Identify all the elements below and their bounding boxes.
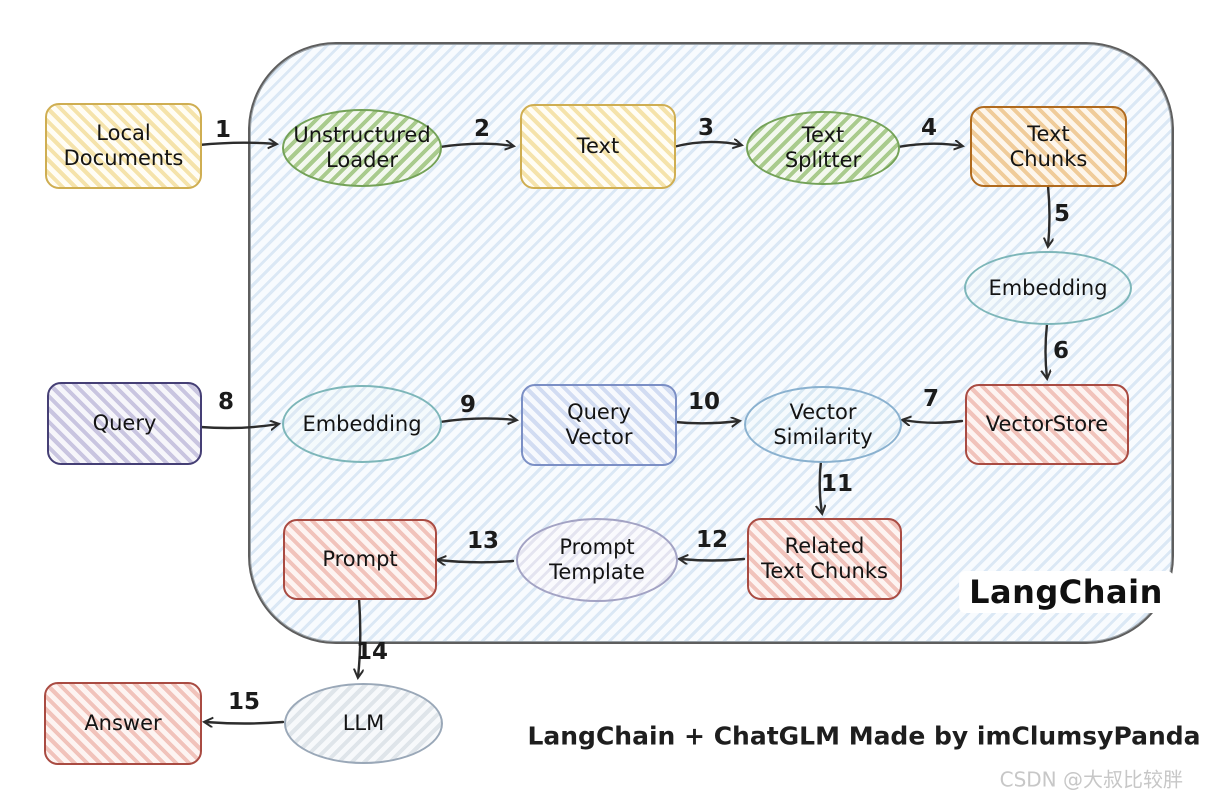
container-title: LangChain	[959, 571, 1173, 613]
arrow-label-15: 15	[227, 689, 261, 715]
arrow-label-8: 8	[217, 389, 235, 415]
arrow-label-10: 10	[687, 389, 721, 415]
node-unstructured-loader: Unstructured Loader	[282, 109, 442, 187]
caption: LangChain + ChatGLM Made by imClumsyPand…	[527, 721, 1201, 751]
node-query-vector: Query Vector	[521, 384, 677, 466]
arrow-label-7: 7	[922, 386, 940, 412]
node-text-splitter: Text Splitter	[746, 111, 900, 185]
arrow-label-5: 5	[1053, 201, 1071, 227]
arrow-label-13: 13	[466, 528, 500, 554]
arrow-label-12: 12	[695, 527, 729, 553]
arrow-label-6: 6	[1052, 338, 1070, 364]
arrow-15	[205, 722, 285, 724]
node-text: Text	[520, 104, 676, 189]
arrow-label-4: 4	[920, 115, 938, 141]
arrow-label-14: 14	[355, 639, 389, 665]
arrow-label-11: 11	[820, 471, 854, 497]
node-local-documents: Local Documents	[45, 103, 202, 189]
node-vector-similarity: Vector Similarity	[744, 386, 902, 463]
node-query: Query	[47, 382, 202, 465]
node-text-chunks: Text Chunks	[970, 106, 1127, 187]
node-embedding-mid: Embedding	[282, 385, 442, 463]
node-answer: Answer	[44, 682, 202, 765]
node-related-text-chunks: Related Text Chunks	[747, 518, 902, 600]
arrow-label-1: 1	[214, 117, 232, 143]
watermark: CSDN @大叔比较胖	[999, 767, 1183, 792]
node-prompt-template: Prompt Template	[516, 518, 678, 602]
arrow-label-2: 2	[473, 116, 491, 142]
node-vectorstore: VectorStore	[965, 384, 1129, 465]
node-llm: LLM	[284, 683, 443, 764]
node-embedding-top: Embedding	[964, 251, 1132, 325]
arrow-label-3: 3	[697, 115, 715, 141]
arrow-label-9: 9	[459, 392, 477, 418]
node-prompt: Prompt	[283, 519, 437, 600]
